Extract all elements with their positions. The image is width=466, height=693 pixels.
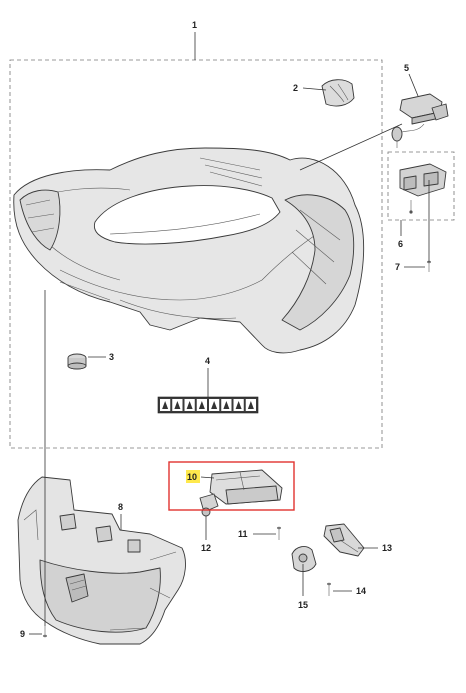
callout-8: 8 — [118, 502, 123, 512]
book-icon-glyph — [223, 401, 230, 409]
stop-button-part — [391, 93, 449, 148]
callout-4: 4 — [205, 356, 210, 366]
blade-icon-glyph — [198, 401, 205, 409]
callout-13: 13 — [382, 543, 392, 553]
hand-icon-glyph — [186, 401, 193, 409]
warning-icon-glyph — [174, 401, 181, 409]
highlight-box — [168, 461, 295, 511]
body-cover-part — [13, 147, 365, 354]
holder-part — [291, 546, 317, 572]
callout-14: 14 — [356, 586, 366, 596]
callout-labels: 1 2 3 4 5 6 7 8 9 10 11 12 13 14 15 — [20, 20, 409, 639]
callout-2: 2 — [293, 83, 298, 93]
latch-spring-part — [199, 493, 219, 517]
label-icons — [160, 399, 256, 411]
callout-1: 1 — [192, 20, 197, 30]
emblem-part — [321, 79, 355, 107]
screw-part-9 — [43, 626, 47, 638]
callout-15: 15 — [298, 600, 308, 610]
person-icon-glyph — [235, 401, 242, 409]
hatch-hinge-part — [399, 163, 447, 214]
screw-part-7 — [427, 260, 431, 272]
safety-label-strip — [157, 396, 259, 414]
latch-part — [209, 469, 283, 505]
callout-6: 6 — [398, 239, 403, 249]
callout-12: 12 — [201, 543, 211, 553]
callout-9: 9 — [20, 629, 25, 639]
callout-7: 7 — [395, 262, 400, 272]
front-bumper-part — [17, 476, 186, 645]
plug-part — [67, 353, 87, 370]
screw-part-14 — [327, 582, 331, 596]
warning-icon-glyph — [211, 401, 218, 409]
highlight-marker — [186, 470, 200, 483]
callout-3: 3 — [109, 352, 114, 362]
ok-icon-glyph — [247, 401, 254, 409]
assembly-frame-body — [9, 59, 383, 449]
warning-icon-glyph — [162, 401, 169, 409]
callout-5: 5 — [404, 63, 409, 73]
leader-lines — [29, 32, 430, 635]
assembly-frame-hatch — [387, 151, 455, 221]
callout-11: 11 — [238, 529, 248, 539]
bracket-part — [323, 523, 365, 557]
screw-part-11 — [277, 526, 281, 540]
callout-10: 10 — [187, 472, 197, 482]
